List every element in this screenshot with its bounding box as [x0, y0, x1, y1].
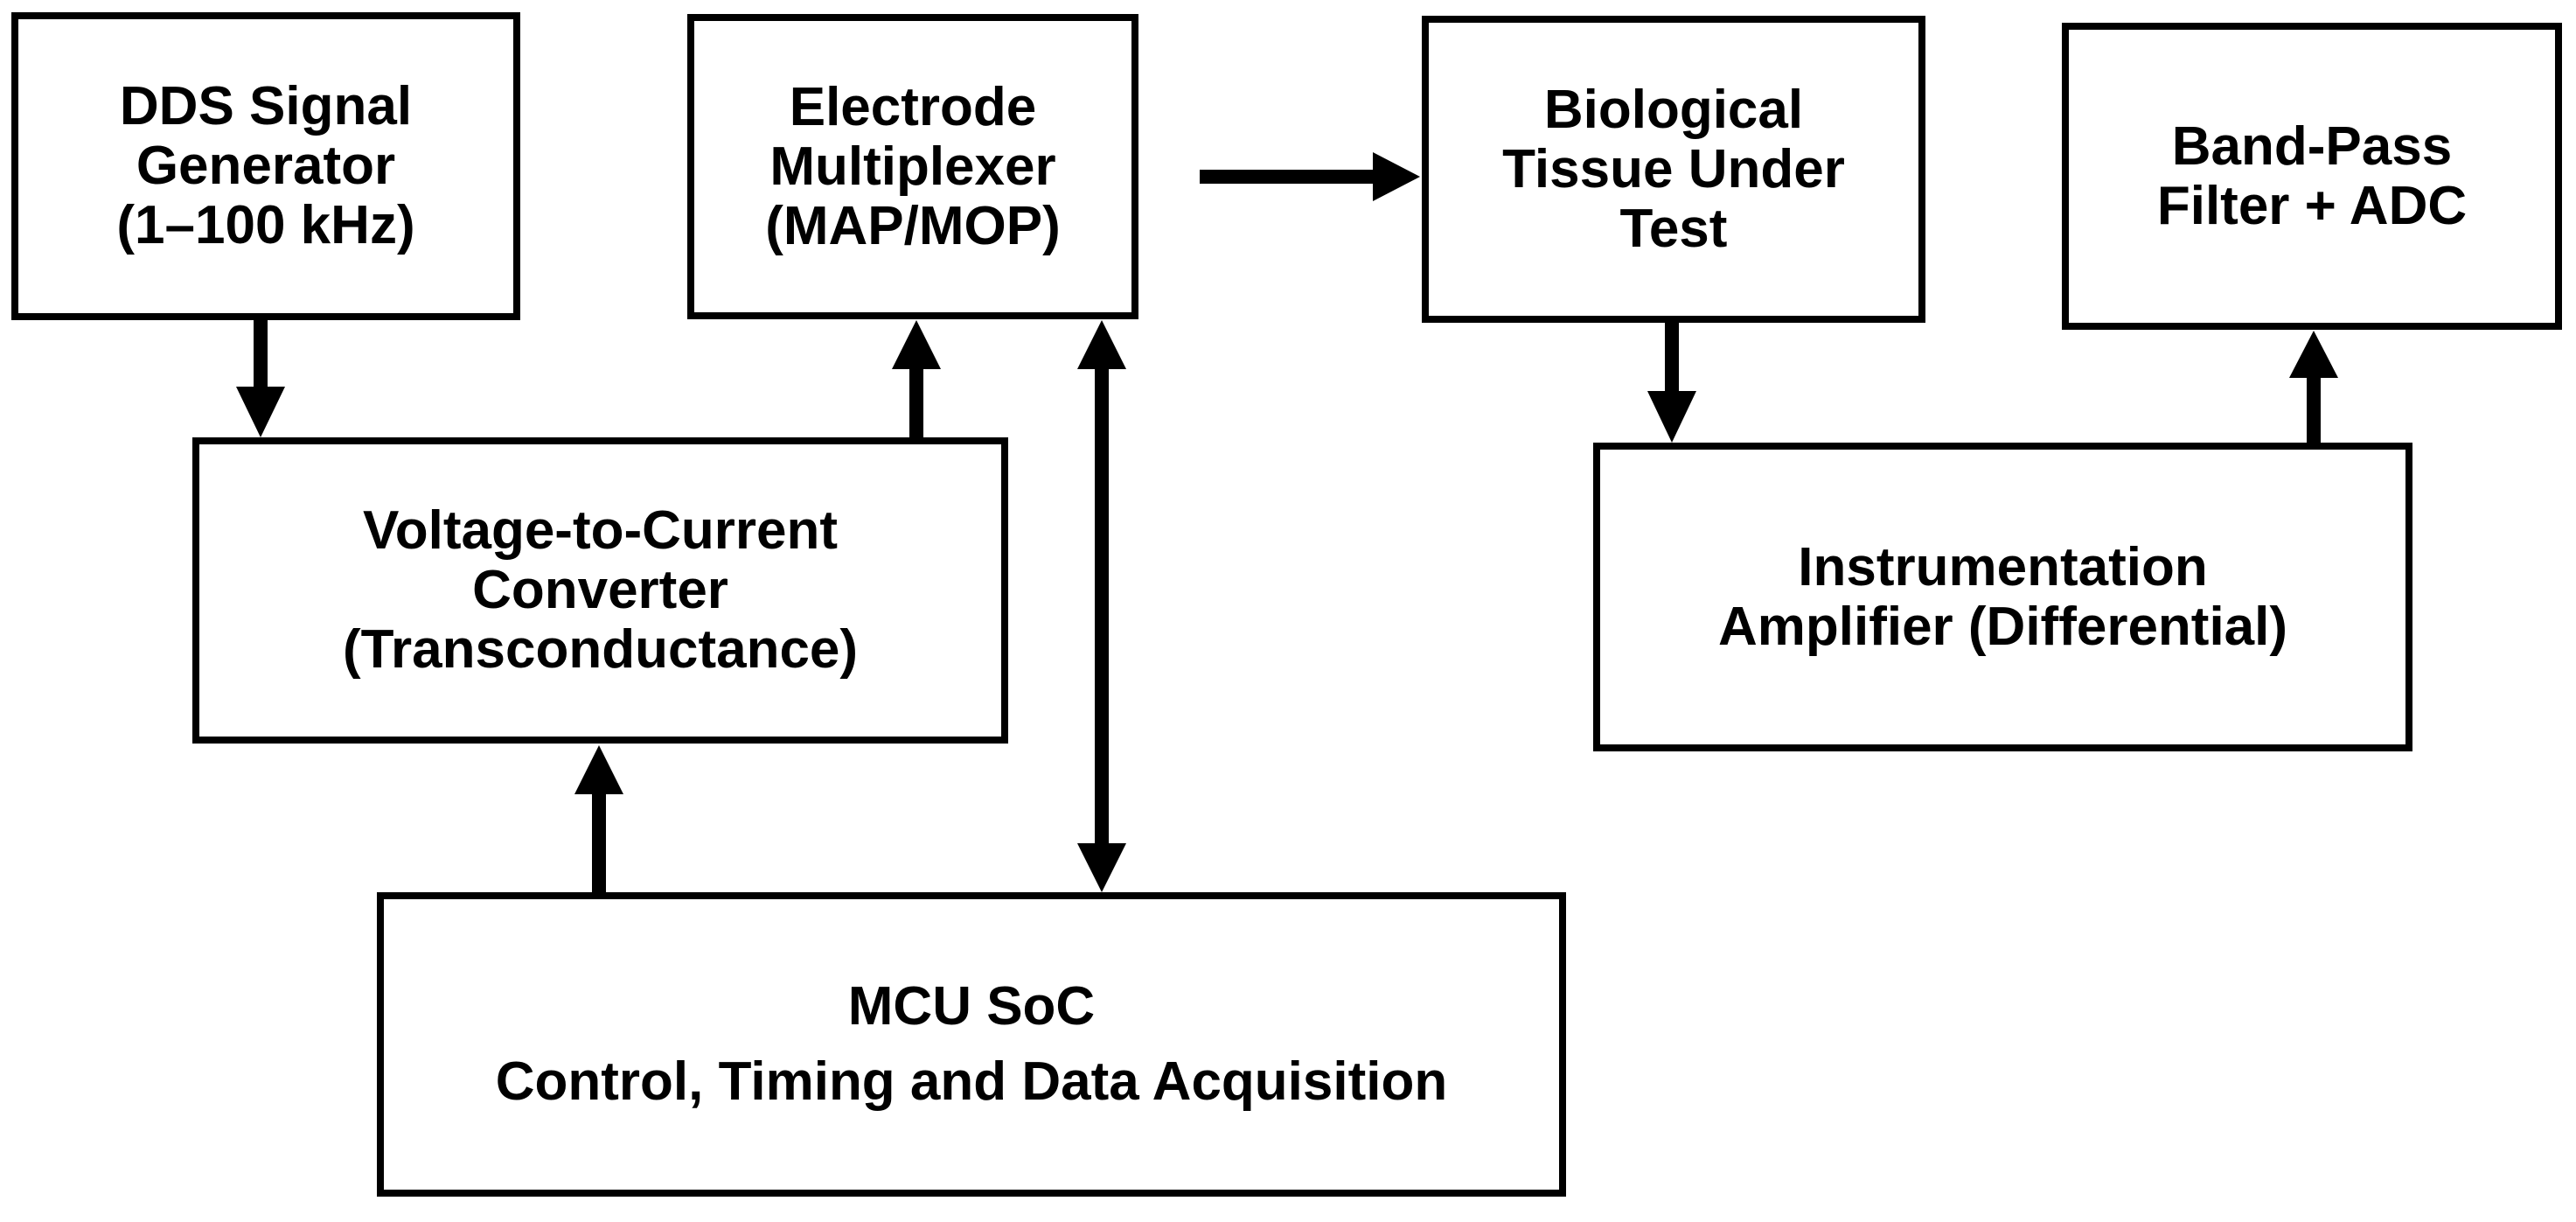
block-label-line: Electrode [789, 76, 1037, 137]
arrow-mcu-to-vcc [574, 745, 623, 892]
block-label-line: DDS Signal [119, 76, 413, 136]
block-label-line: Voltage-to-Current [362, 500, 839, 561]
arrow-vcc-to-mux [892, 320, 941, 437]
band-pass-filter-adc-block: Band-Pass Filter + ADC [2062, 23, 2562, 330]
block-label-line: Test [1619, 198, 1728, 259]
block-label-line: Tissue Under [1502, 138, 1845, 199]
block-label-line: Amplifier (Differential) [1717, 596, 2288, 657]
mcu-soc-block: MCU SoC Control, Timing and Data Acquisi… [377, 892, 1566, 1197]
block-label-line: Converter [472, 560, 728, 620]
block-label-line: Filter + ADC [2156, 175, 2468, 236]
arrow-dds-to-vcc [236, 320, 285, 437]
block-label-line: Multiplexer [769, 136, 1056, 197]
arrow-mux-to-tissue [1200, 152, 1420, 201]
block-label-line: Band-Pass [2171, 115, 2453, 177]
arrow-ina-to-bpf [2289, 331, 2338, 443]
dds-signal-generator-block: DDS Signal Generator (1–100 kHz) [11, 12, 520, 320]
block-label-line: Generator [136, 136, 396, 196]
block-label-line: Biological [1543, 79, 1804, 140]
electrode-multiplexer-block: Electrode Multiplexer (MAP/MOP) [687, 14, 1138, 319]
block-label-line: MCU SoC [847, 976, 1096, 1037]
block-label-line: (Transconductance) [342, 619, 859, 680]
instrumentation-amplifier-block: Instrumentation Amplifier (Differential) [1593, 443, 2412, 751]
block-label-line: (MAP/MOP) [765, 195, 1061, 256]
block-label-line: Instrumentation [1798, 536, 2208, 597]
arrow-mux-mcu-bidirectional [1077, 320, 1126, 892]
block-label-line: (1–100 kHz) [116, 195, 415, 255]
block-label-line: Control, Timing and Data Acquisition [495, 1051, 1448, 1112]
voltage-to-current-converter-block: Voltage-to-Current Converter (Transcondu… [192, 437, 1008, 744]
biological-tissue-block: Biological Tissue Under Test [1422, 16, 1925, 323]
arrow-tissue-to-ina [1647, 323, 1696, 443]
